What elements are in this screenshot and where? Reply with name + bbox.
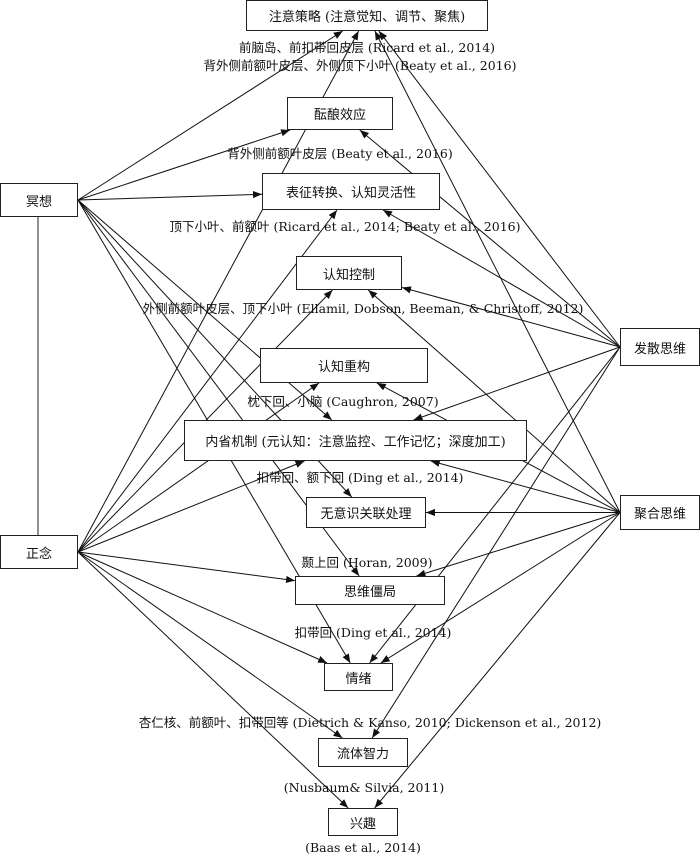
arrow-divergent-to-introspection	[413, 346, 621, 421]
arrow-mindfulness-to-fluid	[77, 551, 343, 739]
label-attention-1: 前脑岛、前扣带回皮层 (Ricard et al., 2014)	[238, 40, 496, 55]
node-divergent-thinking: 发散思维	[620, 328, 700, 366]
arrow-divergent-to-control	[401, 286, 621, 348]
label-representation: 顶下小叶、前额叶 (Ricard et al., 2014; Beaty et …	[169, 219, 521, 234]
node-emotion: 情绪	[324, 663, 393, 691]
arrow-meditation-to-incubation	[77, 129, 291, 201]
node-representation: 表征转换、认知灵活性	[262, 173, 440, 210]
arrow-convergent-to-interest	[374, 512, 621, 809]
label-emotion: 扣带回 (Ding et al., 2014)	[294, 625, 452, 640]
label-control: 外侧前额叶皮层、顶下小叶 (Ellamil, Dobson, Beeman, &…	[142, 301, 584, 316]
arrow-mindfulness-to-introspection	[77, 460, 305, 553]
arrow-divergent-to-attention	[378, 30, 621, 348]
arrow-convergent-to-emotion	[380, 512, 621, 664]
arrow-mindfulness-to-emotion	[77, 551, 328, 664]
arrow-mindfulness-to-restructure	[77, 382, 320, 553]
arrow-meditation-to-representation	[77, 190, 263, 201]
arrow-convergent-to-impasse	[416, 512, 621, 577]
node-introspection: 内省机制 (元认知：注意监控、工作记忆；深度加工)	[184, 420, 527, 461]
node-attention-strategy: 注意策略 (注意觉知、调节、聚焦)	[246, 0, 488, 31]
node-fluid-intelligence: 流体智力	[318, 738, 408, 767]
node-convergent-thinking: 聚合思维	[620, 495, 700, 530]
label-attention-2: 背外侧前额叶皮层、外侧顶下小叶 (Beaty et al., 2016)	[203, 58, 517, 73]
label-interest-post: (Baas et al., 2014)	[305, 840, 421, 855]
node-incubation: 酝酿效应	[287, 97, 393, 130]
label-fluid: 杏仁核、前额叶、扣带回等 (Dietrich & Kanso, 2010; Di…	[138, 715, 602, 730]
label-interest-pre: (Nusbaum& Silvia, 2011)	[283, 780, 445, 795]
node-mindfulness: 正念	[0, 535, 78, 569]
arrow-convergent-to-attention	[374, 30, 621, 513]
arrow-divergent-to-fluid	[371, 346, 621, 739]
node-meditation: 冥想	[0, 183, 78, 217]
arrow-divergent-to-emotion	[369, 346, 621, 664]
node-unconscious: 无意识关联处理	[306, 497, 426, 528]
node-interest: 兴趣	[328, 808, 398, 836]
arrow-mindfulness-to-interest	[77, 551, 349, 809]
node-restructure: 认知重构	[260, 348, 428, 383]
arrow-meditation-to-attention	[77, 30, 343, 201]
arrow-mindfulness-to-impasse	[77, 551, 296, 584]
node-cognitive-control: 认知控制	[296, 256, 402, 290]
arrow-convergent-to-control	[367, 289, 621, 513]
node-impasse: 思维僵局	[295, 576, 445, 605]
label-restructure: 枕下回、小脑 (Caughron, 2007)	[247, 394, 439, 409]
arrow-meditation-to-introspection	[77, 199, 333, 421]
arrow-convergent-to-introspection	[430, 459, 621, 513]
label-impasse: 颞上回 (Horan, 2009)	[301, 555, 433, 570]
arrow-divergent-to-representation	[382, 209, 621, 348]
arrow-mindfulness-to-representation	[77, 209, 338, 553]
label-incubation: 背外侧前额叶皮层 (Beaty et al., 2016)	[227, 146, 453, 161]
label-introspection: 扣带回、额下回 (Ding et al., 2014)	[256, 470, 464, 485]
arrow-divergent-to-incubation	[359, 129, 621, 348]
